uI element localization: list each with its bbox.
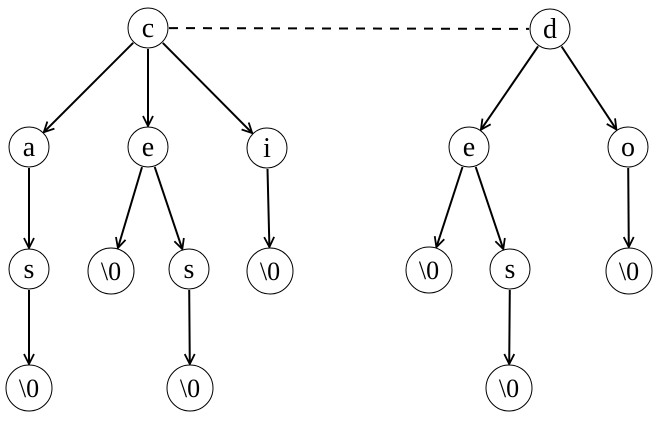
tree-node-nul1: \0 bbox=[87, 247, 135, 295]
edge-c-a bbox=[44, 42, 134, 132]
node-label: e bbox=[142, 132, 154, 163]
node-label: \0 bbox=[499, 374, 519, 403]
node-circle bbox=[246, 127, 288, 169]
tree-node-nul5: \0 bbox=[5, 364, 53, 412]
tree-node-nul7: \0 bbox=[485, 364, 533, 412]
node-circle bbox=[8, 248, 50, 290]
tree-node-nul6: \0 bbox=[166, 364, 214, 412]
node-label: i bbox=[263, 133, 271, 164]
edge-c-d bbox=[168, 27, 530, 30]
node-circle bbox=[485, 364, 533, 412]
edge-o-nul4 bbox=[628, 167, 629, 247]
node-circle bbox=[405, 246, 453, 294]
tree-node-e2: e bbox=[448, 126, 490, 168]
tree-node-s2: s bbox=[168, 248, 210, 290]
node-circle bbox=[489, 248, 531, 290]
node-circle bbox=[607, 126, 649, 168]
node-label: s bbox=[505, 254, 516, 285]
edge-d-e2 bbox=[481, 45, 539, 129]
tree-node-o: o bbox=[607, 126, 649, 168]
node-circle bbox=[246, 247, 294, 295]
tree-node-nul2: \0 bbox=[246, 247, 294, 295]
node-label: \0 bbox=[619, 257, 639, 286]
tree-node-nul3: \0 bbox=[405, 246, 453, 294]
tree-node-e1: e bbox=[127, 126, 169, 168]
edge-c-i bbox=[162, 42, 252, 133]
node-circle bbox=[529, 8, 571, 50]
node-circle bbox=[168, 248, 210, 290]
node-label: d bbox=[543, 14, 557, 45]
tree-node-s3: s bbox=[489, 248, 531, 290]
node-circle bbox=[5, 364, 53, 412]
tree-node-a: a bbox=[8, 126, 50, 168]
edge-e1-s2 bbox=[153, 166, 183, 249]
node-circle bbox=[8, 126, 50, 168]
node-circle bbox=[166, 364, 214, 412]
edge-e2-s3 bbox=[474, 166, 504, 249]
node-circle bbox=[127, 7, 169, 49]
tree-node-nul4: \0 bbox=[605, 247, 653, 295]
tree-node-s1: s bbox=[8, 248, 50, 290]
node-label: c bbox=[142, 13, 154, 44]
edge-e1-nul1 bbox=[118, 166, 143, 248]
node-label: \0 bbox=[260, 257, 280, 286]
node-label: s bbox=[184, 254, 195, 285]
edge-d-o bbox=[560, 45, 617, 130]
tree-node-i: i bbox=[246, 127, 288, 169]
node-label: e bbox=[463, 132, 475, 163]
node-label: \0 bbox=[180, 374, 200, 403]
node-circle bbox=[448, 126, 490, 168]
edge-i-nul2 bbox=[268, 168, 270, 247]
edge-s2-nul6 bbox=[189, 289, 190, 364]
node-label: o bbox=[621, 132, 635, 163]
node-label: \0 bbox=[419, 256, 439, 285]
node-circle bbox=[87, 247, 135, 295]
node-label: a bbox=[23, 132, 36, 163]
tree-node-d: d bbox=[529, 8, 571, 50]
node-label: \0 bbox=[19, 374, 39, 403]
edge-e2-nul3 bbox=[436, 166, 464, 247]
tree-node-c: c bbox=[127, 7, 169, 49]
node-label: \0 bbox=[101, 257, 121, 286]
node-circle bbox=[127, 126, 169, 168]
node-circle bbox=[605, 247, 653, 295]
node-label: s bbox=[24, 254, 35, 285]
edge-s3-nul7 bbox=[509, 289, 510, 364]
